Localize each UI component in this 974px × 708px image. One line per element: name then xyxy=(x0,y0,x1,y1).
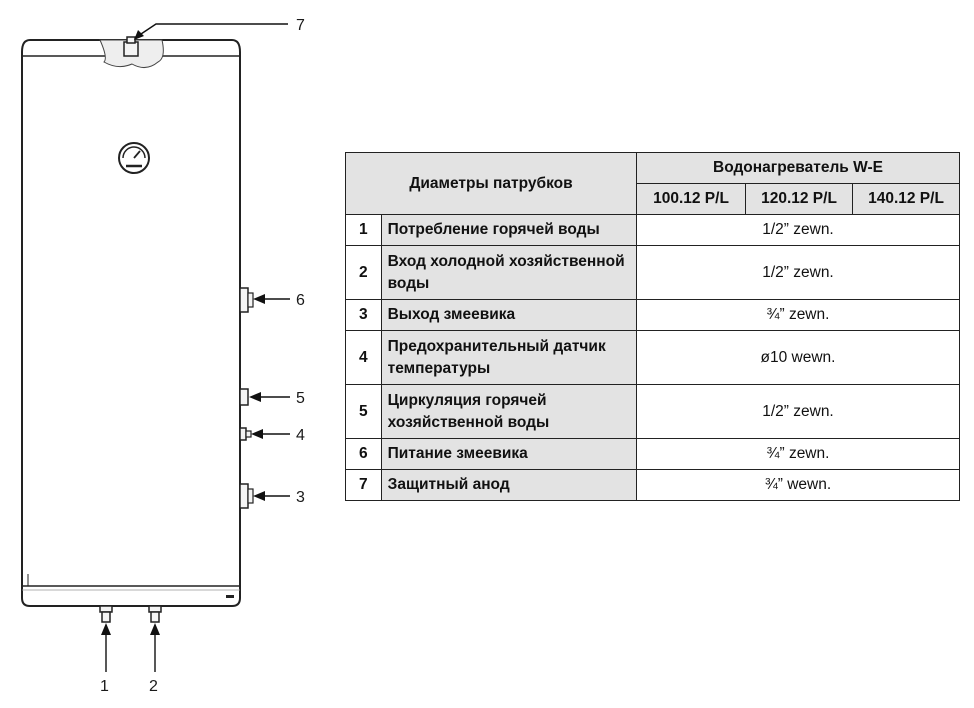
callout-label-3: 3 xyxy=(296,489,305,506)
row-value: ¾” zewn. xyxy=(636,438,960,470)
table-row: 2 Вход холодной хозяйственной воды 1/2” … xyxy=(345,245,960,300)
callout-7: 7 xyxy=(134,17,305,40)
table-row: 1 Потребление горячей воды 1/2” zewn. xyxy=(345,214,960,246)
header-model-2: 120.12 P/L xyxy=(745,183,853,215)
row-name: Вход холодной хозяйственной воды xyxy=(380,245,638,300)
fitting-2 xyxy=(148,605,162,623)
row-number: 4 xyxy=(345,330,382,385)
row-name: Циркуляция горячей хозяйственной воды xyxy=(380,384,638,439)
row-name: Защитный анод xyxy=(380,469,638,501)
row-number: 6 xyxy=(345,438,382,470)
row-number: 1 xyxy=(345,214,382,246)
tank-body xyxy=(21,39,241,607)
fitting-3 xyxy=(239,483,254,509)
row-name: Питание змеевика xyxy=(380,438,638,470)
header-model-3: 140.12 P/L xyxy=(852,183,960,215)
row-name: Выход змеевика xyxy=(380,299,638,331)
row-number: 3 xyxy=(345,299,382,331)
water-heater-diagram: 7 6 5 4 3 1 2 xyxy=(21,17,305,695)
row-number: 7 xyxy=(345,469,382,501)
row-name: Предохранительный датчик температуры xyxy=(380,330,638,385)
row-number: 2 xyxy=(345,245,382,300)
callout-1: 1 xyxy=(100,623,111,695)
fitting-4 xyxy=(239,427,252,441)
row-value: ¾” zewn. xyxy=(636,299,960,331)
row-value: ø10 wewn. xyxy=(636,330,960,385)
callout-label-1: 1 xyxy=(100,678,109,695)
table-row: 4 Предохранительный датчик температуры ø… xyxy=(345,330,960,385)
thermometer-icon xyxy=(118,142,150,174)
callout-label-6: 6 xyxy=(296,292,305,309)
fitting-1 xyxy=(99,605,113,623)
header-diameters: Диаметры патрубков xyxy=(345,152,637,215)
fitting-5 xyxy=(239,388,249,406)
table-row: 5 Циркуляция горячей хозяйственной воды … xyxy=(345,384,960,439)
callout-5: 5 xyxy=(249,390,305,407)
callout-3: 3 xyxy=(253,489,305,506)
connections-table: Диаметры патрубков Водонагреватель W-E 1… xyxy=(345,152,960,501)
row-value: 1/2” zewn. xyxy=(636,214,960,246)
table-row: 6 Питание змеевика ¾” zewn. xyxy=(345,438,960,470)
callout-4: 4 xyxy=(251,427,305,444)
callout-2: 2 xyxy=(149,623,160,695)
header-heater-group: Водонагреватель W-E xyxy=(636,152,960,184)
callout-label-5: 5 xyxy=(296,390,305,407)
callout-label-4: 4 xyxy=(296,427,305,444)
table-row: 7 Защитный анод ¾” wewn. xyxy=(345,469,960,501)
header-model-1: 100.12 P/L xyxy=(636,183,746,215)
fitting-6 xyxy=(239,287,254,313)
row-number: 5 xyxy=(345,384,382,439)
table-row: 3 Выход змеевика ¾” zewn. xyxy=(345,299,960,331)
row-value: 1/2” zewn. xyxy=(636,245,960,300)
callout-6: 6 xyxy=(253,292,305,309)
row-name: Потребление горячей воды xyxy=(380,214,638,246)
row-value: ¾” wewn. xyxy=(636,469,960,501)
row-value: 1/2” zewn. xyxy=(636,384,960,439)
callout-label-7: 7 xyxy=(296,17,305,34)
anode-fitting xyxy=(123,41,139,57)
callout-label-2: 2 xyxy=(149,678,158,695)
